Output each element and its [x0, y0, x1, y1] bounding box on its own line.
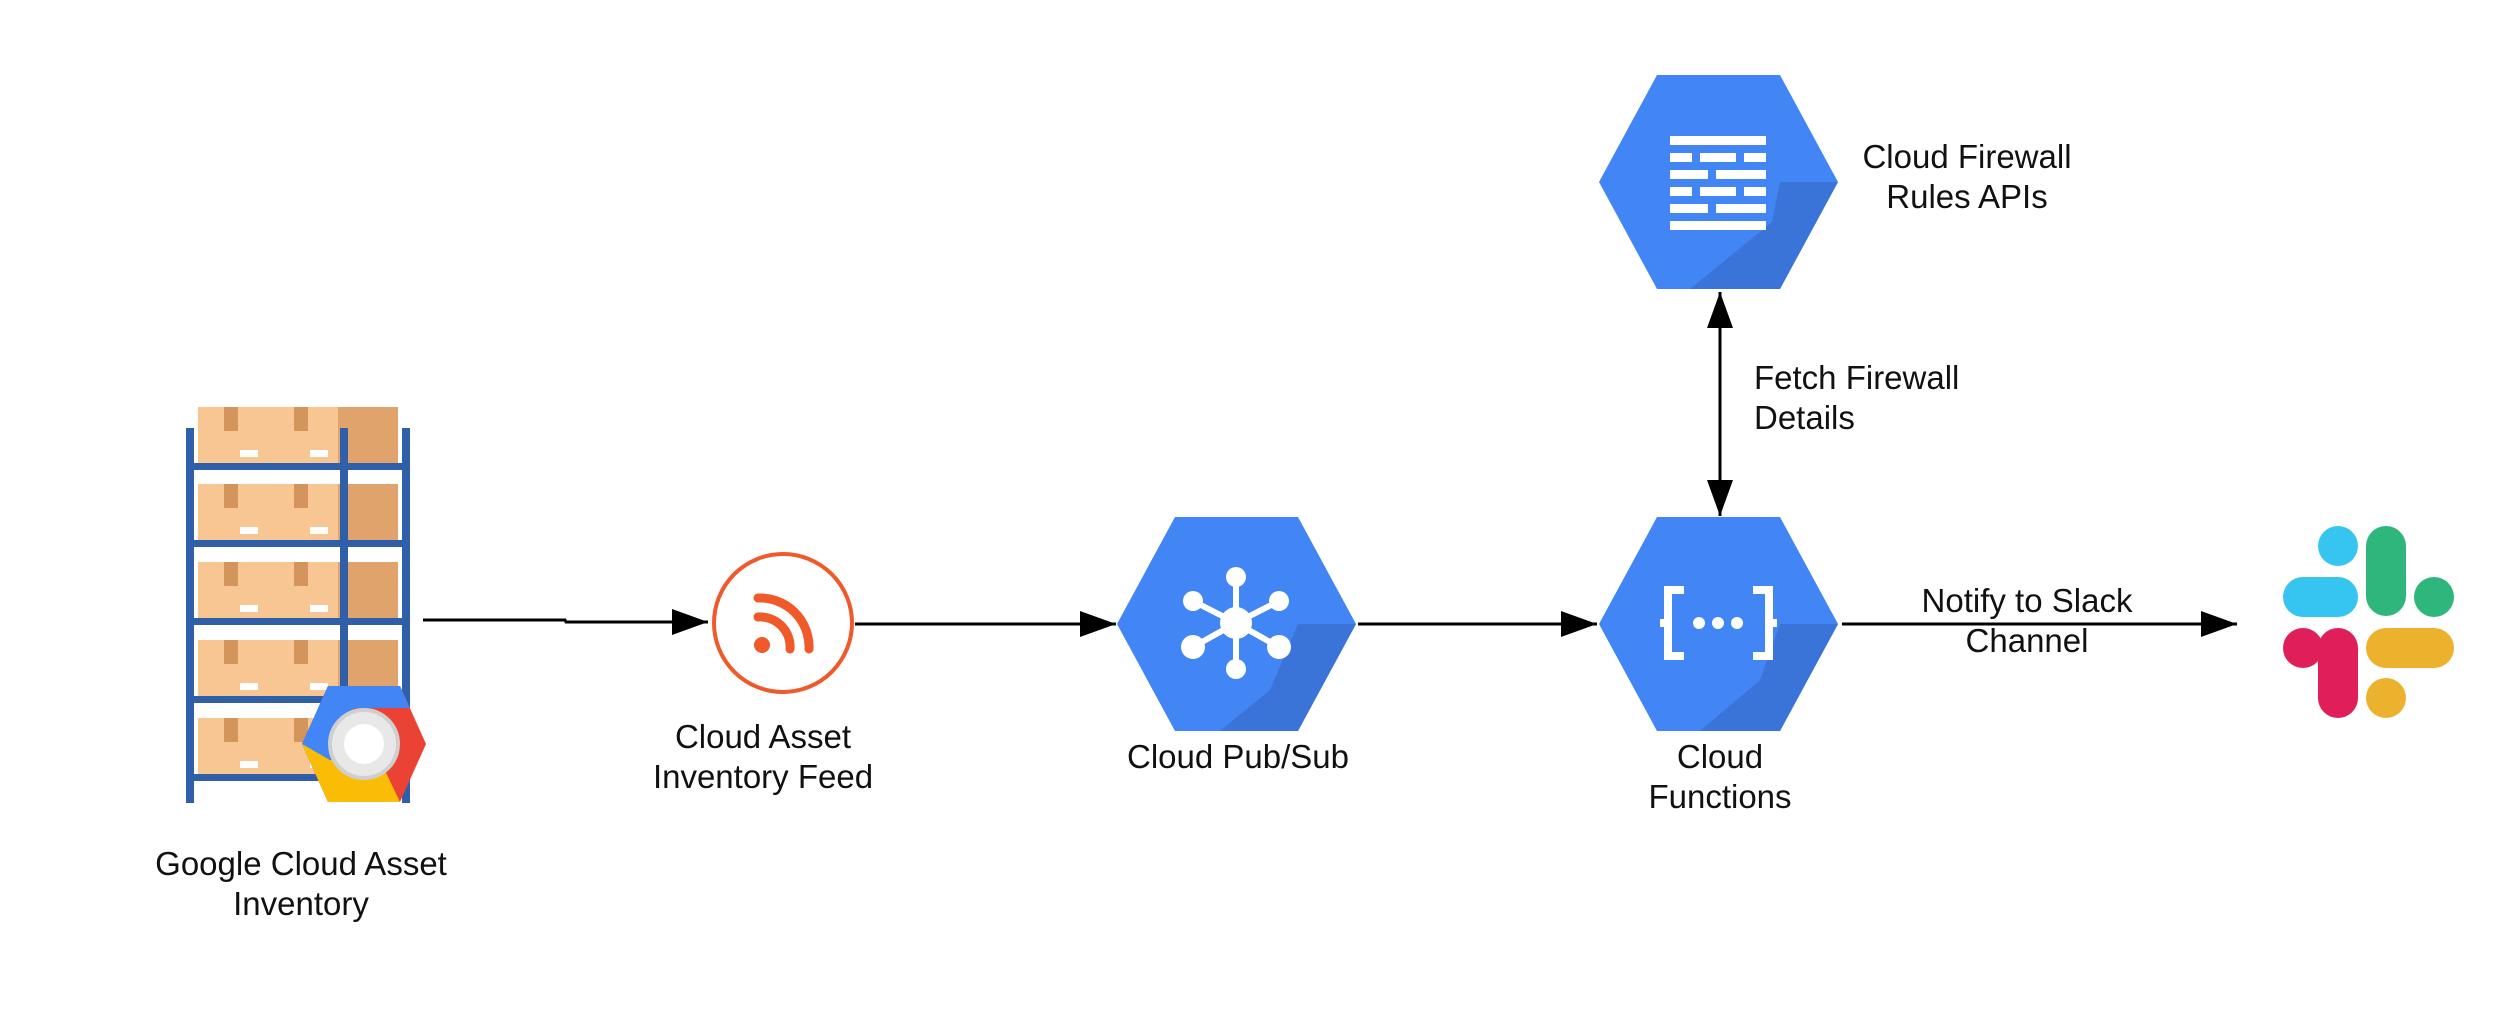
- feed-label-line2: Inventory Feed: [653, 758, 873, 795]
- pubsub-label: Cloud Pub/Sub: [1127, 738, 1349, 775]
- fetch-edge-label-line1: Fetch Firewall: [1754, 359, 1959, 396]
- firewall-label-line2: Rules APIs: [1886, 178, 2047, 215]
- notify-edge-label-line1: Notify to Slack: [1922, 582, 2133, 619]
- asset-inventory-label-line2: Inventory: [233, 885, 369, 922]
- slack-logo-icon: [2283, 526, 2454, 718]
- cloud-functions-braces-icon: [1599, 517, 1838, 731]
- functions-label-line1: Cloud: [1677, 738, 1763, 775]
- pubsub-hub-icon: [1117, 517, 1356, 731]
- firewall-brick-icon: [1599, 75, 1838, 289]
- feed-label-line1: Cloud Asset: [675, 718, 851, 755]
- notify-edge-label-line2: Channel: [1966, 622, 2089, 659]
- firewall-label-line1: Cloud Firewall: [1862, 138, 2071, 175]
- rss-feed-icon: [712, 552, 854, 694]
- asset-inventory-label-line1: Google Cloud Asset: [155, 845, 447, 882]
- gcp-logo-badge: [302, 686, 426, 802]
- functions-label-line2: Functions: [1648, 778, 1791, 815]
- edge-inventory-to-feed: [423, 609, 708, 635]
- warehouse-shelf-icon: [186, 407, 426, 803]
- fetch-edge-label-line2: Details: [1754, 399, 1855, 436]
